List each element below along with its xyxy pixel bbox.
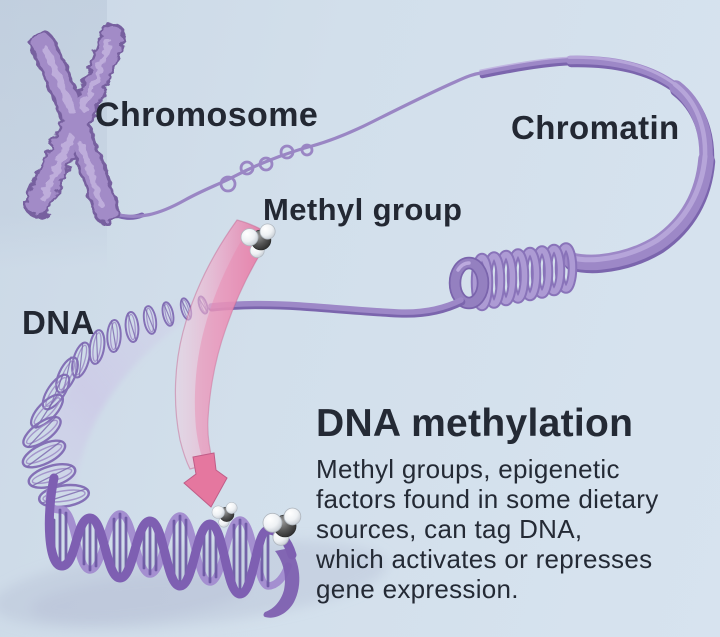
dna-helix [44, 473, 300, 618]
infobox-line: which activates or represses [316, 544, 653, 574]
infobox-title: DNA methylation [316, 402, 634, 445]
arrowhead [183, 452, 228, 508]
dna-front-strand [44, 473, 297, 599]
methylation-arrow [174, 219, 273, 508]
infobox-line: sources, can tag DNA, [316, 514, 583, 544]
coil-exit-strand [208, 297, 466, 318]
dna-methylation-infobox: DNA methylation Methyl groups, epigeneti… [316, 402, 696, 604]
chromosome-shape [24, 23, 126, 225]
infobox-line: factors found in some dietary [316, 484, 659, 514]
chromosome-label: Chromosome [95, 96, 319, 134]
chromatin-fiber [478, 55, 716, 274]
chromatin-coil [448, 242, 578, 312]
dna-tail [263, 548, 300, 618]
infobox-line: Methyl groups, epigenetic [316, 454, 620, 484]
methyl-group-label: Methyl group [263, 192, 463, 227]
infobox-line: gene expression. [316, 574, 519, 604]
arrow-band-core [194, 228, 270, 465]
chromatin-label: Chromatin [511, 109, 680, 146]
arrow-band [174, 219, 273, 470]
dna-label: DNA [22, 304, 95, 341]
chromatin-string [106, 71, 483, 220]
coil-end-loop [448, 256, 490, 310]
